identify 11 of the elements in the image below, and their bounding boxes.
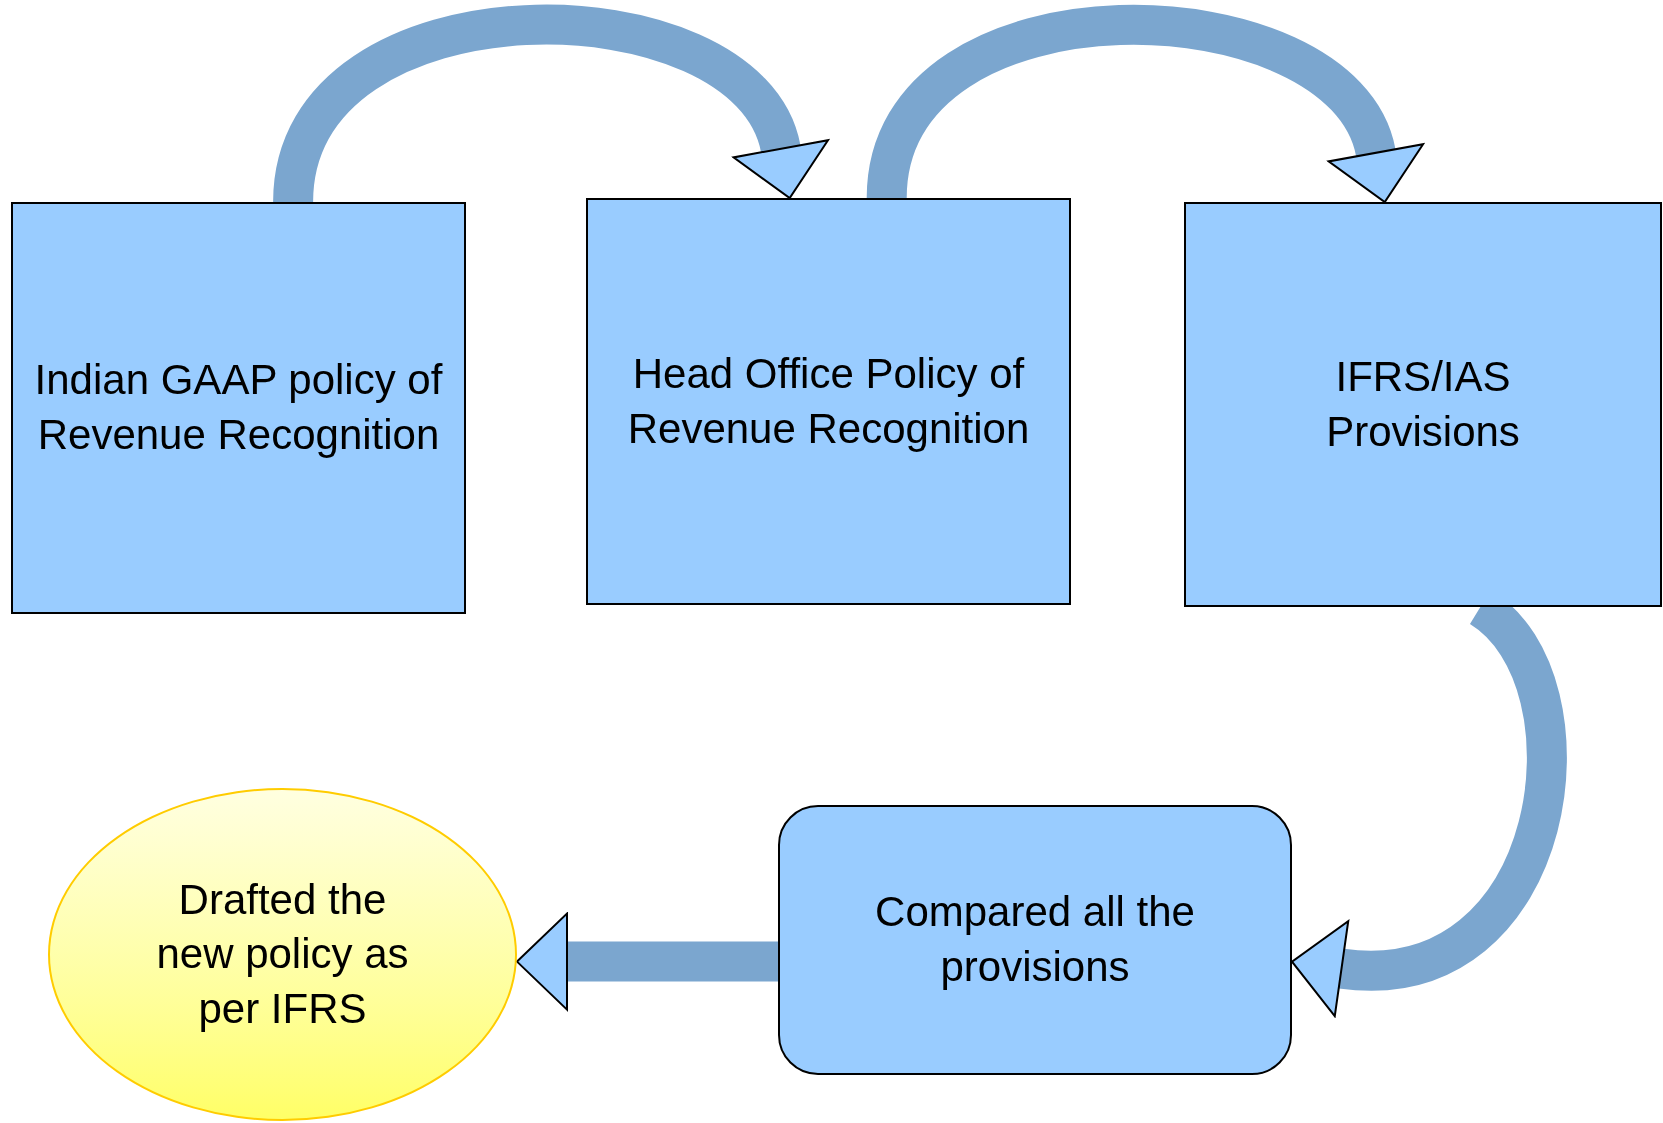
block-arrow: [516, 912, 778, 1011]
node-label: Compared all the provisions: [874, 887, 1196, 992]
block-arrow: [867, 5, 1422, 202]
process-box: [11, 202, 466, 614]
node-label: IFRS/IAS Provisions: [1325, 351, 1521, 457]
node-label: Indian GAAP policy of Revenue Recognition: [33, 355, 444, 460]
process-box: [778, 805, 1292, 1075]
node-label: Head Office Policy of Revenue Recognition: [626, 348, 1031, 454]
process-box: [586, 198, 1071, 605]
process-box: [1184, 202, 1662, 607]
node-label: Drafted the new policy as per IFRS: [155, 874, 410, 1034]
